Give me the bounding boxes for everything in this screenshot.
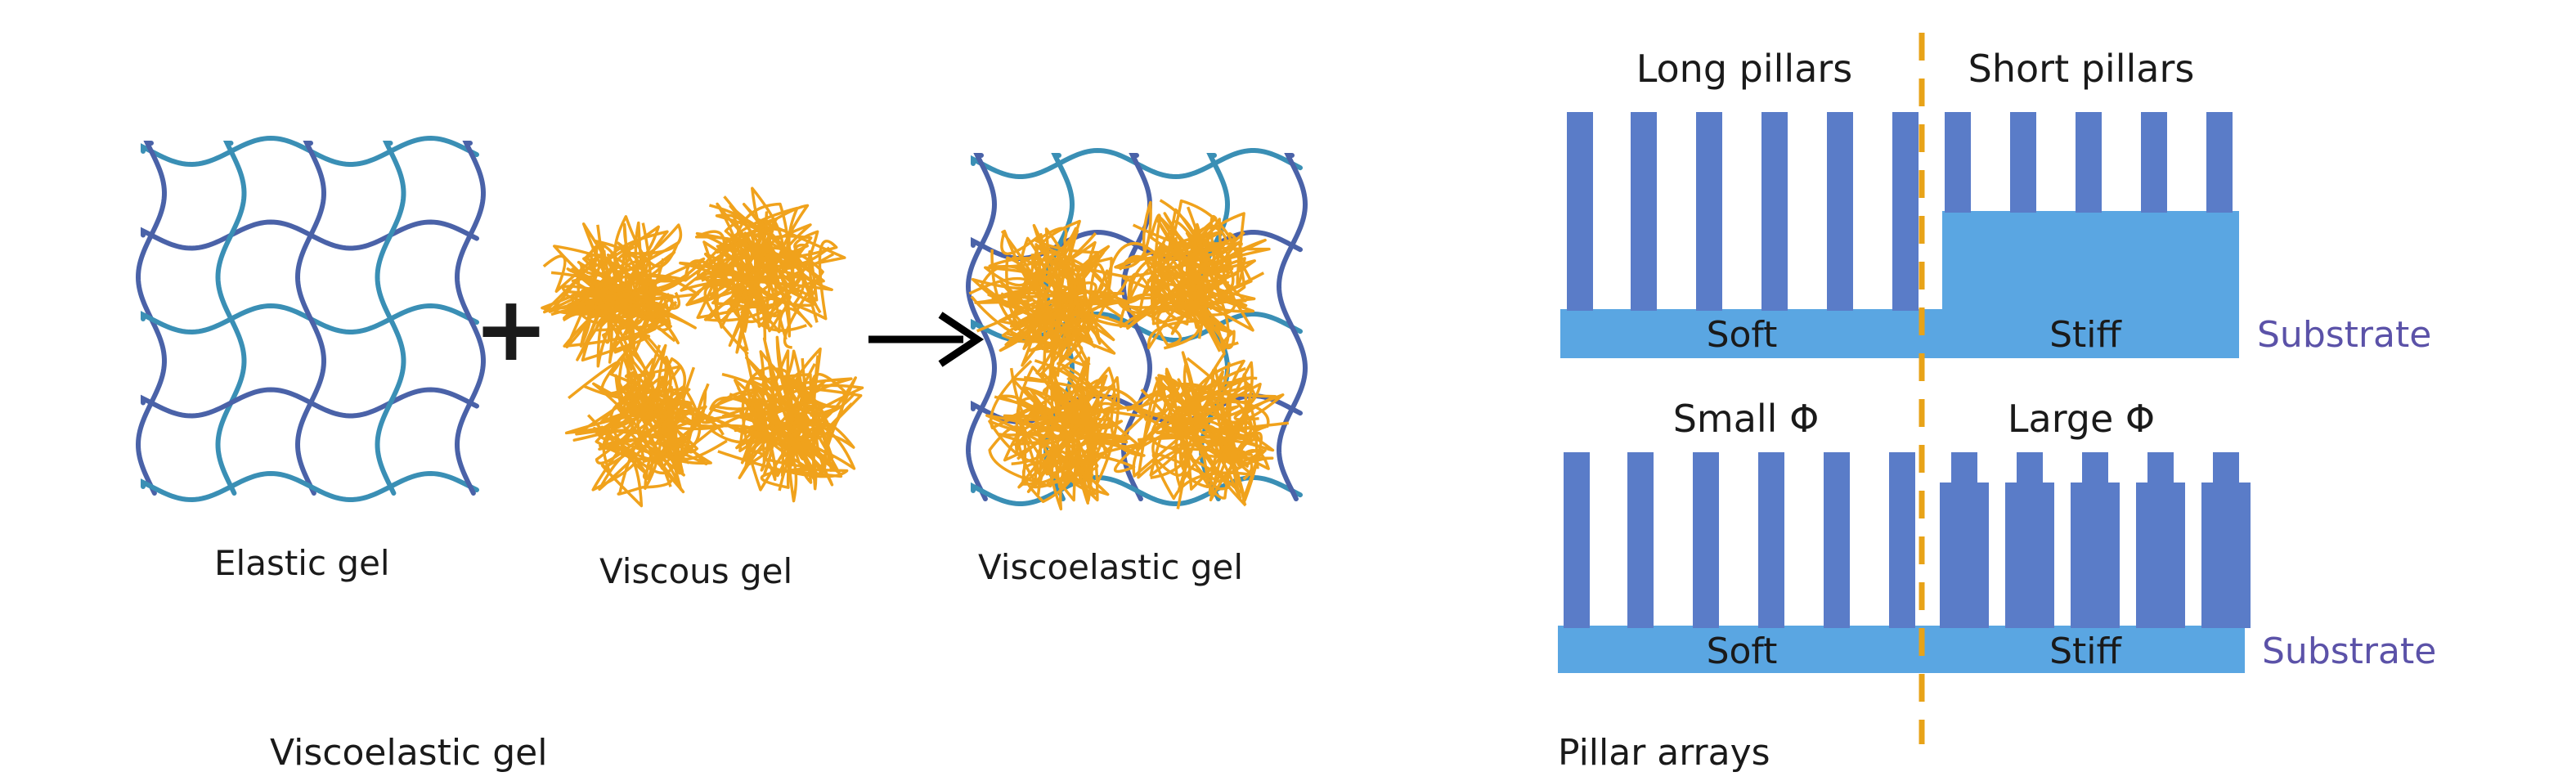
small-diameter-pillar [1758,452,1784,628]
pillar-diagram-top: Long pillars Short pillars Soft Stiff Su… [1560,47,2431,358]
long-pillar [1827,112,1853,311]
small-diameter-pillar [1693,452,1719,628]
viscous-coil [592,382,707,481]
viscoelastic-gel-coils [968,199,1289,511]
gel-panel: + Elastic gel Viscous gel Viscoelastic g… [135,135,1308,774]
viscous-coil [745,367,856,491]
large-diameter-pillars [1940,452,2251,628]
short-pillar [2010,112,2036,213]
long-pillar [1631,112,1657,311]
small-diameter-pillar [1564,452,1590,628]
viscous-coil [1114,200,1239,350]
long-pillar [1761,112,1788,311]
large-diameter-pillar [2201,483,2251,628]
long-pillars-title: Long pillars [1636,47,1853,91]
substrate-label-top: Substrate [2257,314,2431,356]
viscous-coil [1000,253,1129,351]
viscous-coil [734,346,826,472]
viscous-coil [1154,364,1242,461]
small-diameter-pillar [1889,452,1915,628]
short-pillar [2206,112,2233,213]
small-diameter-title: Small Φ [1673,397,1820,441]
viscous-coil [1149,388,1289,500]
small-diameter-pillar [1627,452,1654,628]
large-diameter-pillar [1940,483,1989,628]
viscous-coil [1135,382,1285,469]
viscous-coil [1127,199,1267,335]
substrate-label-bottom: Substrate [2262,631,2436,672]
long-pillar [1892,112,1919,311]
viscous-coil [593,374,690,473]
short-pillars-title: Short pillars [1968,47,2195,91]
elastic-strand [294,141,326,496]
pillar-panel-caption: Pillar arrays [1558,732,1770,774]
viscous-coil [600,366,696,508]
gel-panel-caption: Viscoelastic gel [270,732,547,774]
elastic-strand [215,141,247,496]
long-pillar [1696,112,1722,311]
viscoelastic-gel-label: Viscoelastic gel [978,547,1243,587]
elastic-strand [141,219,479,251]
long-pillars [1567,112,1919,311]
substrate-bottom [1558,626,2245,673]
viscous-coil [680,204,824,349]
short-pillar [2141,112,2167,213]
large-diameter-pillar [2005,483,2054,628]
small-diameter-pillars [1564,452,1915,628]
small-diameter-pillar [1824,452,1850,628]
viscous-coil [685,202,797,352]
viscous-coil [679,203,806,321]
elastic-strand [454,141,486,496]
pillar-panel: Long pillars Short pillars Soft Stiff Su… [1558,33,2436,774]
viscous-coil [563,230,675,325]
viscous-gel-coils [541,186,864,508]
plus-symbol: + [473,276,549,381]
pillar-diagram-bottom: Small Φ Large Φ Soft Stiff Substrate [1558,397,2436,673]
viscous-coil [599,386,725,461]
viscous-coil [1117,199,1253,352]
viscous-coil [561,245,670,348]
long-pillar [1567,112,1593,311]
large-diameter-pillar [2136,483,2185,628]
elastic-gel-label: Elastic gel [214,543,390,583]
elastic-strand [141,387,479,419]
elastic-strand [1276,153,1308,501]
large-diameter-pillar [2071,483,2120,628]
stiff-label-top: Stiff [2049,314,2122,356]
viscous-gel-label: Viscous gel [599,551,792,591]
short-pillar [2076,112,2102,213]
elastic-strand [141,470,479,502]
short-pillars [1945,112,2233,213]
stiff-label-bottom: Stiff [2049,631,2122,672]
viscous-coil [1137,359,1263,507]
soft-label-bottom: Soft [1707,631,1778,672]
short-pillar [1945,112,1971,213]
viscous-coil [971,236,1097,377]
elastic-gel-network [135,135,486,502]
large-diameter-title: Large Φ [2008,397,2155,441]
viscous-coil [717,365,849,491]
viscous-coil [549,221,672,332]
viscous-coil [746,370,813,503]
elastic-strand [375,141,406,496]
viscous-coil [1157,212,1239,312]
viscous-coil [1015,359,1136,481]
viscous-coil [1023,375,1141,496]
stiff-substrate-block-top [1942,211,2239,358]
arrow-icon [868,312,985,367]
soft-label-top: Soft [1707,314,1778,356]
viscous-coil [721,371,864,458]
